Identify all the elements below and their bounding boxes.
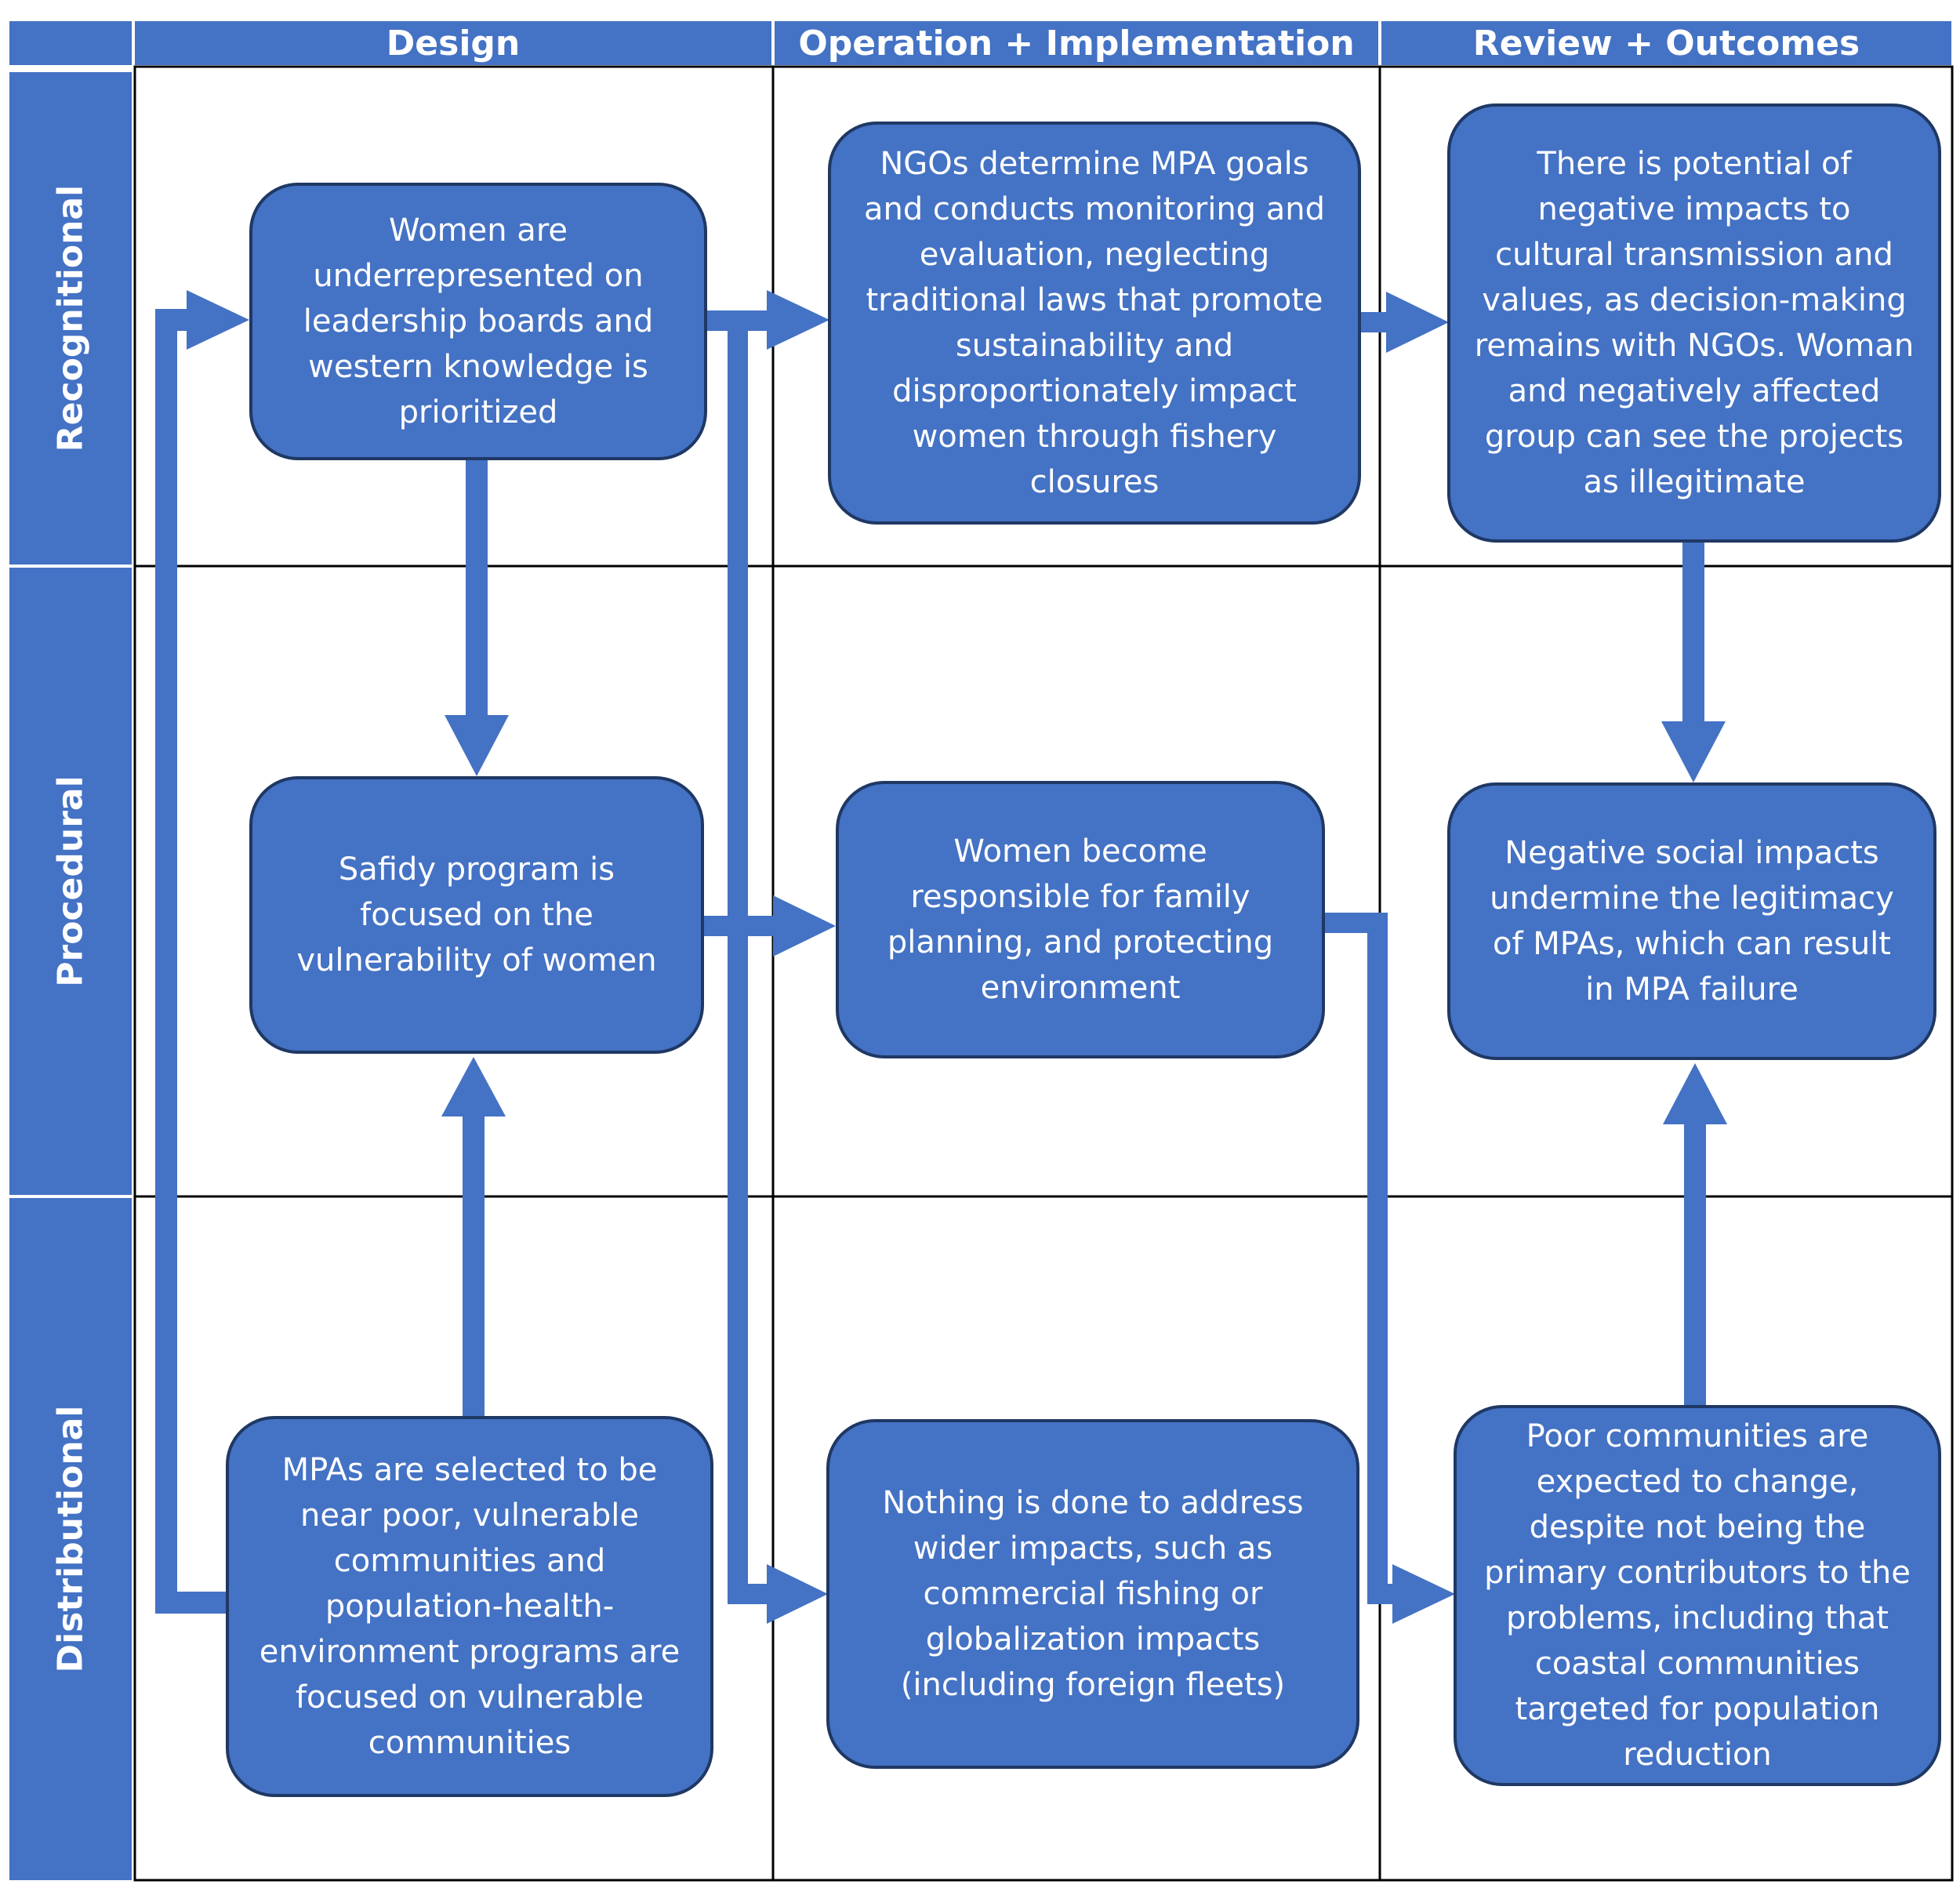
node-review-distributional: Poor communities are expected to change,…	[1454, 1405, 1941, 1786]
arrow-design-procedural-to-operation	[704, 895, 836, 957]
column-header-design: Design	[135, 21, 771, 65]
arrow-review-recognitional-to-procedural	[1661, 541, 1726, 782]
node-operation-procedural: Women become responsible for family plan…	[836, 781, 1325, 1058]
arrow-design-distributional-to-procedural	[441, 1057, 506, 1419]
arrow-operation-procedural-to-review-distributional	[1325, 913, 1455, 1624]
row-header-recognitional: Recognitional	[9, 72, 132, 565]
node-operation-recognitional: NGOs determine MPA goals and conducts mo…	[828, 122, 1361, 525]
node-design-recognitional: Women are underrepresented on leadership…	[249, 183, 707, 460]
arrow-review-distributional-to-procedural	[1663, 1063, 1727, 1408]
node-review-procedural: Negative social impacts undermine the le…	[1447, 782, 1936, 1060]
node-design-distributional: MPAs are selected to be near poor, vulne…	[226, 1416, 713, 1797]
header-corner	[9, 21, 132, 65]
node-review-recognitional: There is potential of negative impacts t…	[1447, 103, 1941, 543]
column-header-review: Review + Outcomes	[1381, 21, 1951, 65]
arrow-design-recognitional-to-operation-distributional	[728, 320, 828, 1624]
arrow-design-recognitional-to-procedural	[445, 459, 509, 776]
row-header-distributional: Distributional	[9, 1198, 132, 1880]
column-header-operation: Operation + Implementation	[775, 21, 1378, 65]
node-design-procedural: Safidy program is focused on the vulnera…	[249, 776, 704, 1054]
row-header-procedural: Procedural	[9, 568, 132, 1195]
arrow-design-distributional-to-recognitional	[155, 290, 249, 1614]
arrow-design-recognitional-to-operation	[706, 290, 829, 350]
node-operation-distributional: Nothing is done to address wider impacts…	[826, 1419, 1359, 1769]
arrow-operation-to-review-recognitional	[1361, 292, 1449, 353]
